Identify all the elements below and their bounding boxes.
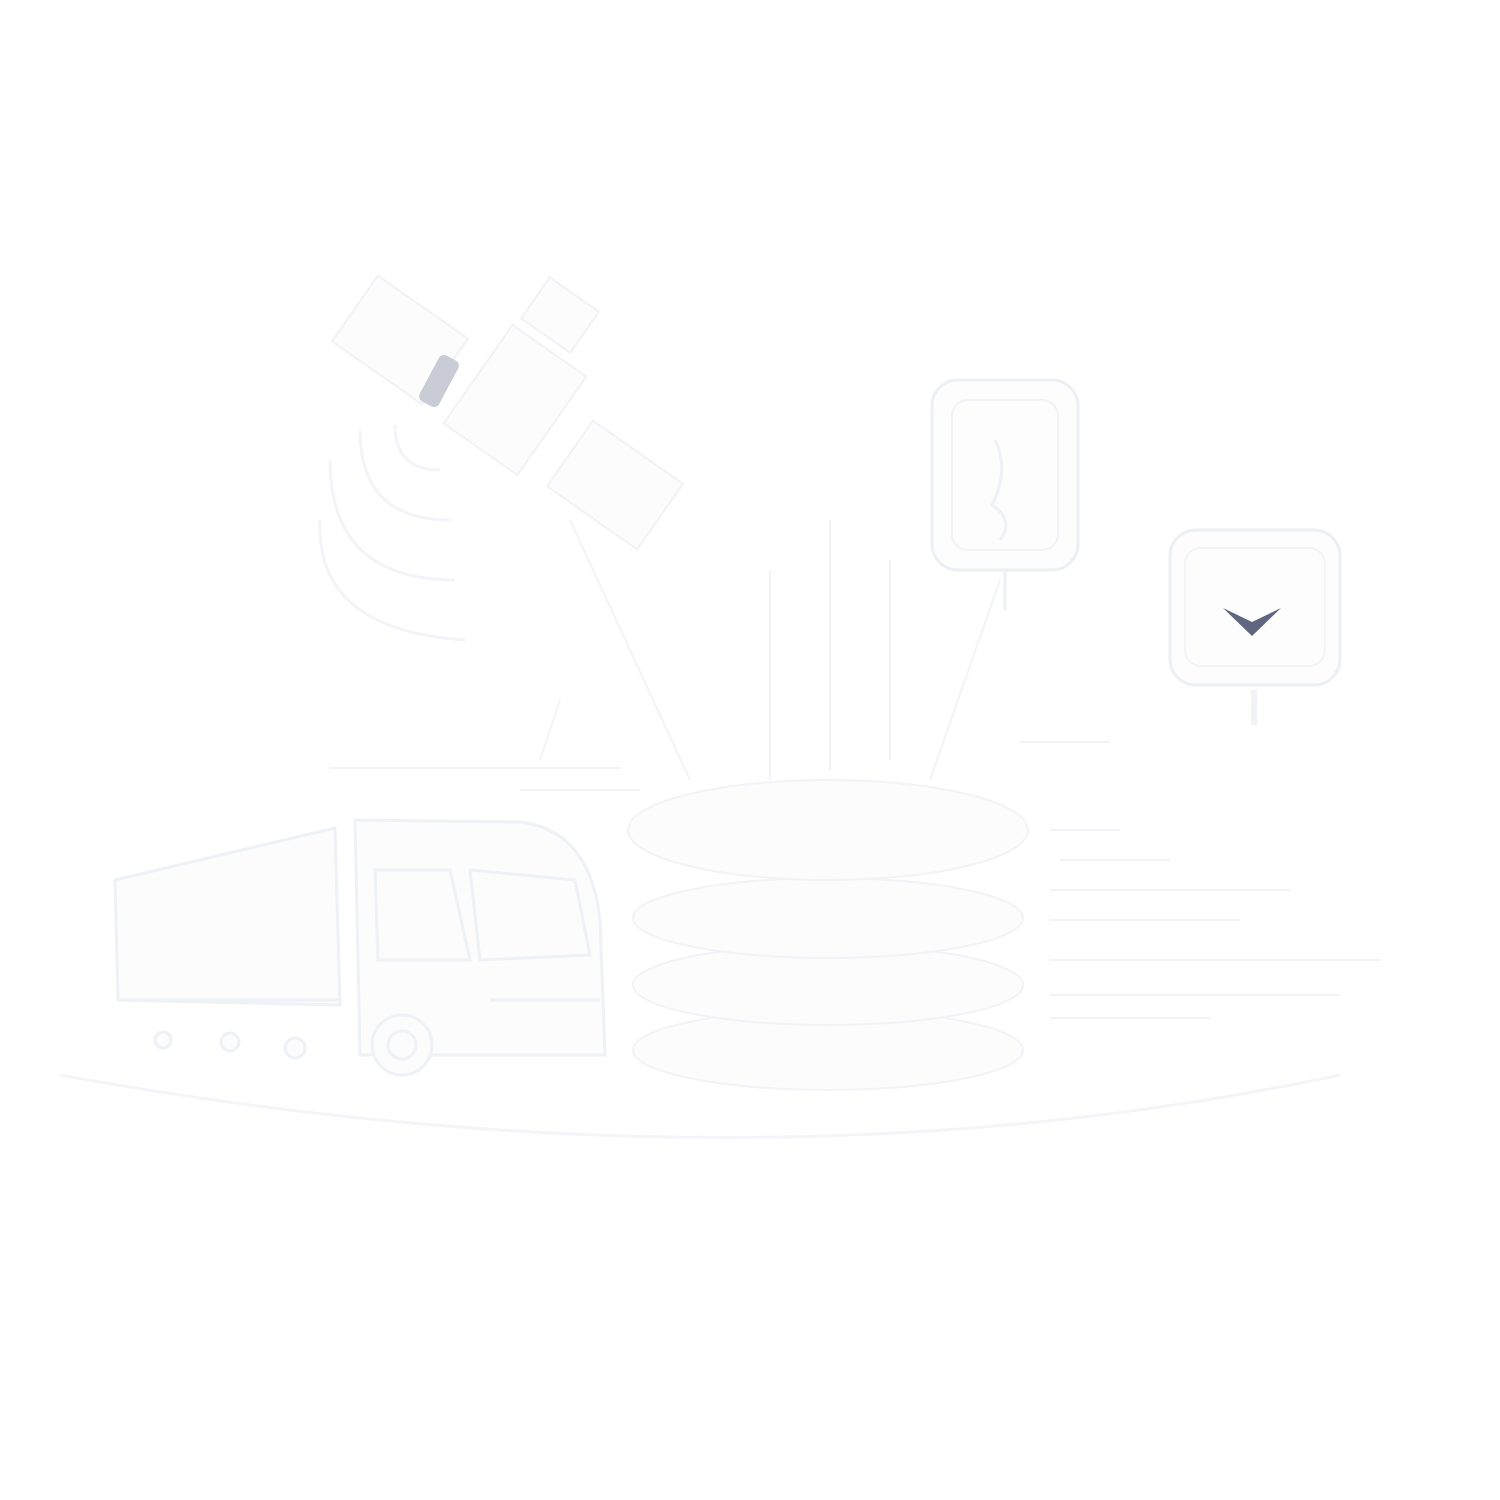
data-beams (539, 519, 1001, 781)
signal-waves-icon (318, 424, 466, 642)
satellite-dark-panel (419, 354, 459, 408)
database-icon (627, 779, 1029, 1091)
chevron-down-icon (1223, 608, 1281, 636)
tablet-device-icon (1168, 528, 1342, 725)
flow-lines (330, 741, 1380, 1019)
ground-shadow (59, 1073, 1341, 1139)
phone-device-icon (930, 378, 1080, 610)
satellite-icon (330, 274, 685, 551)
truck-icon (113, 818, 607, 1077)
